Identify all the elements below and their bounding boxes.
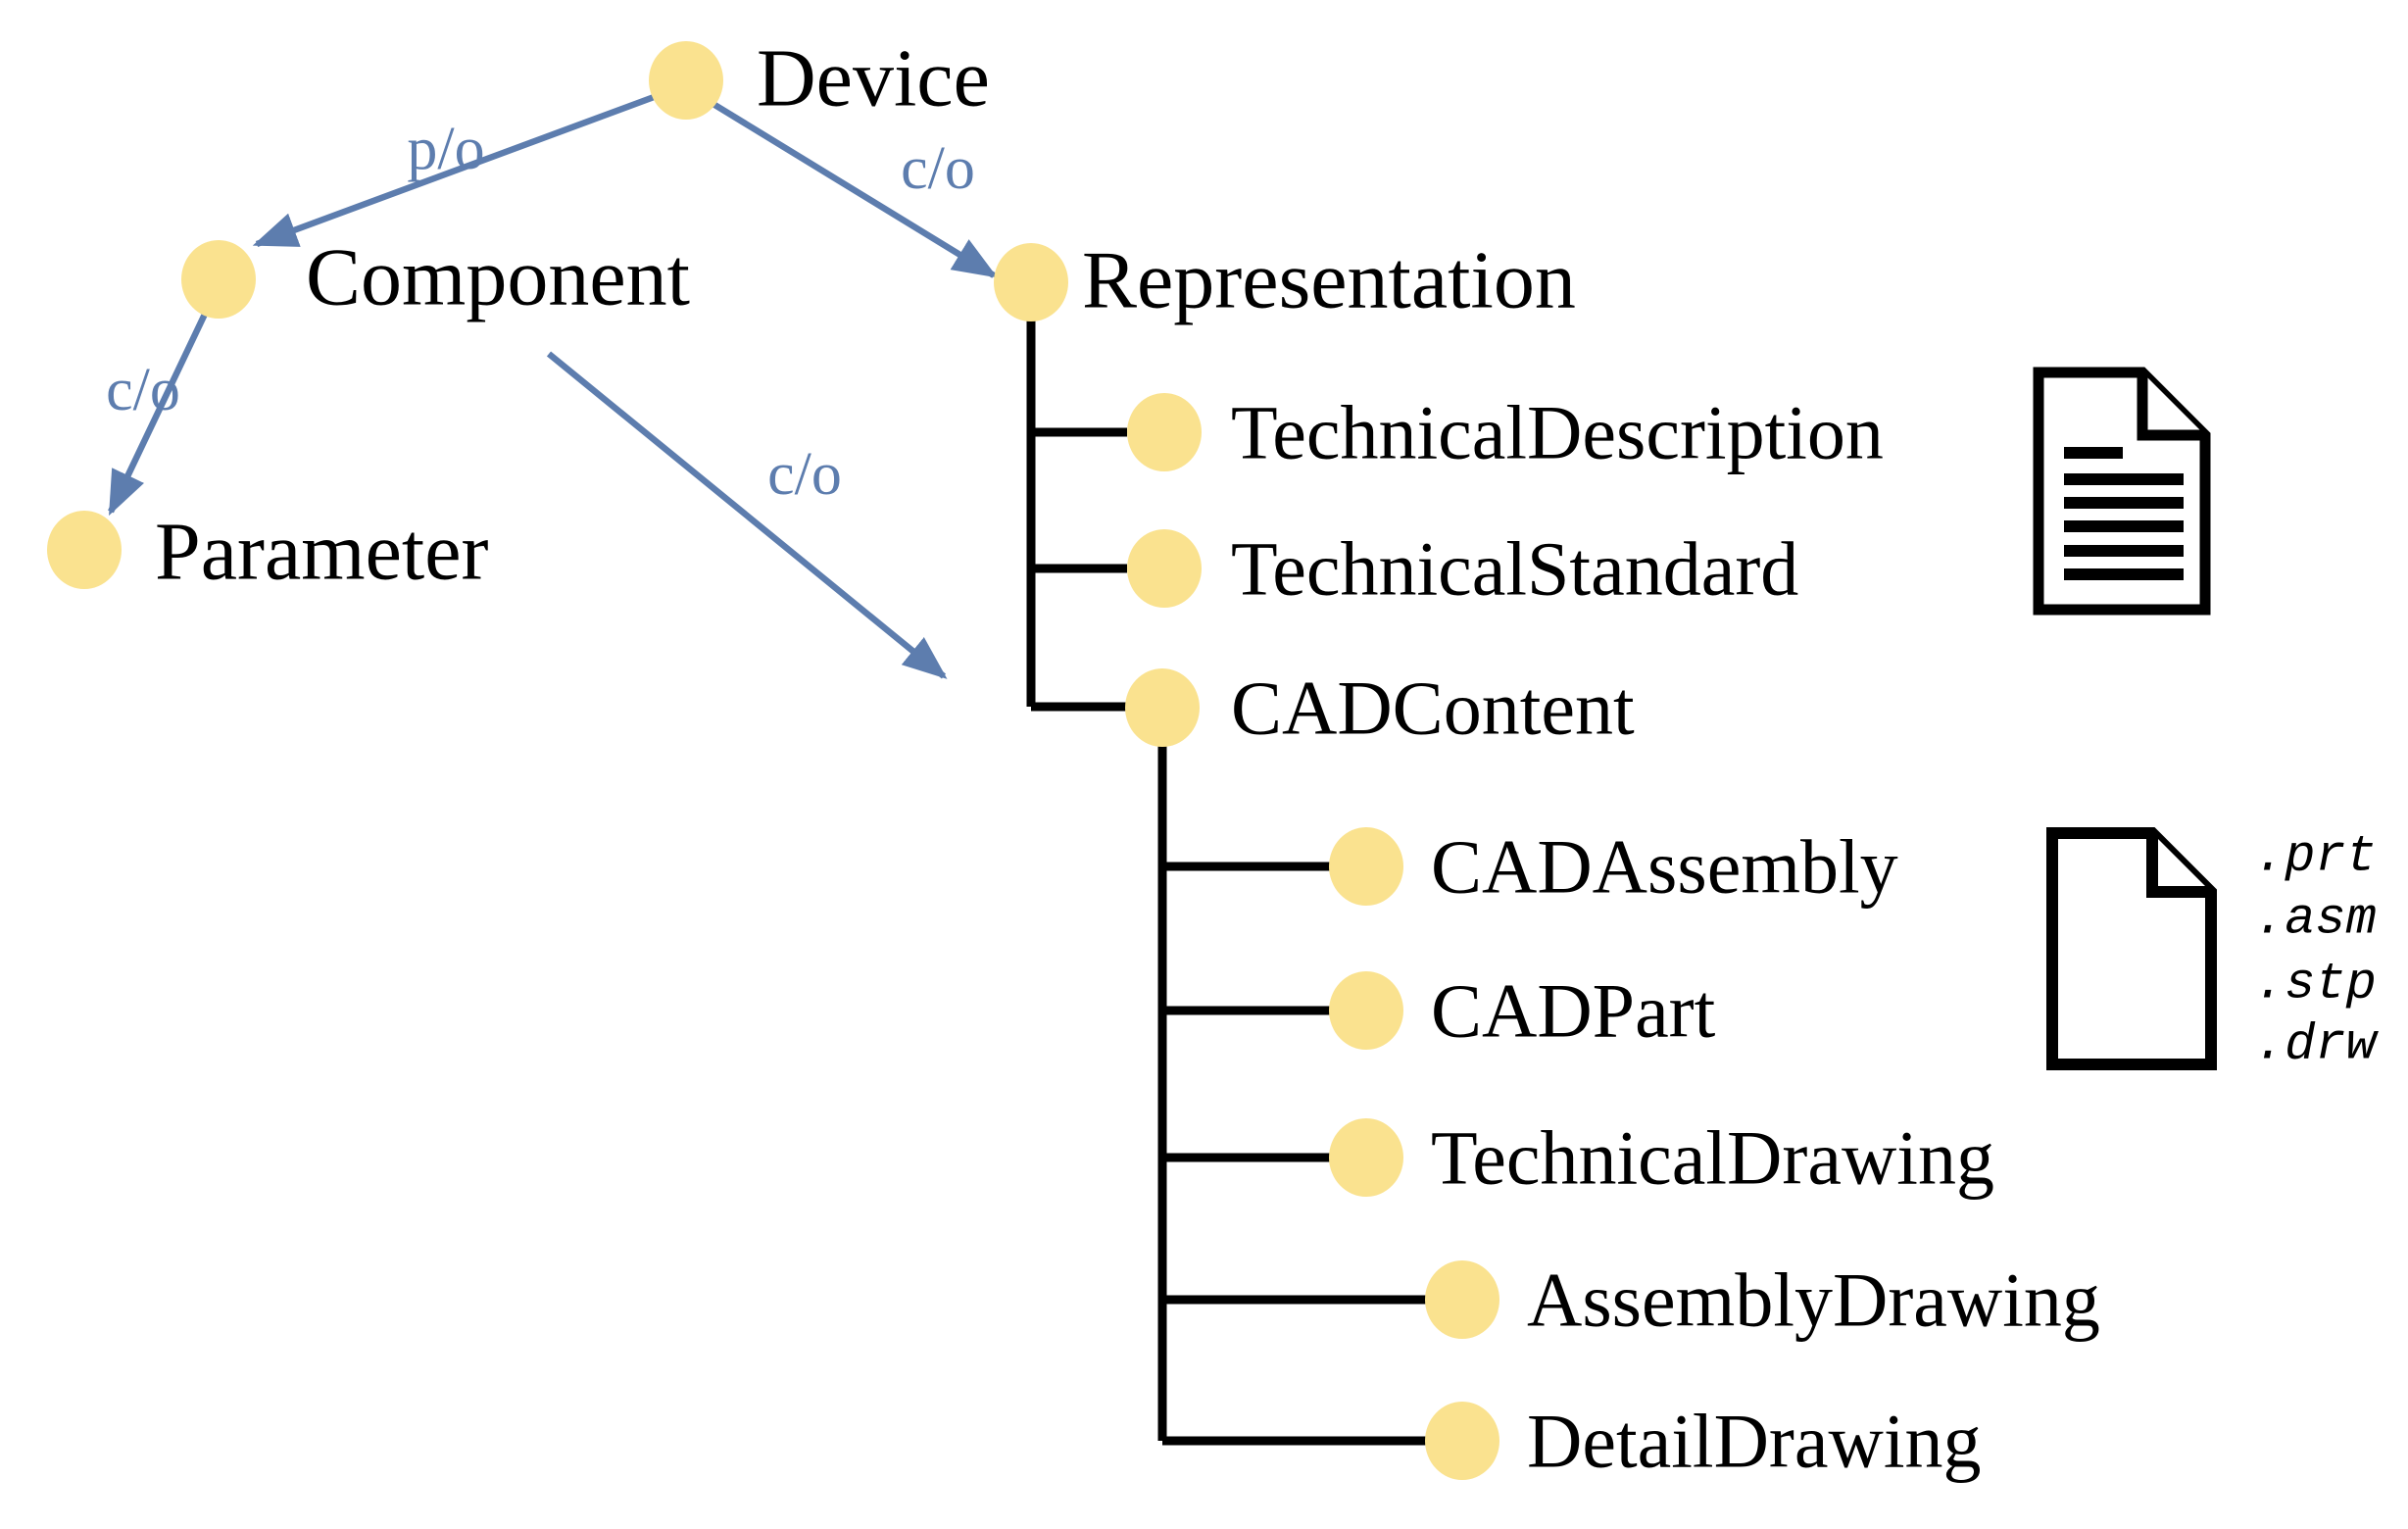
label-technicalstandard: TechnicalStandard [1231, 526, 1798, 612]
node-technicaldescription-circle [1127, 393, 1202, 471]
node-technicalstandard-circle [1127, 529, 1202, 608]
tree-connectors [1026, 282, 1426, 1446]
node-representation-circle [994, 243, 1068, 321]
cad-file-icon-page [2046, 827, 2217, 1070]
text-document-icon [2033, 367, 2211, 616]
label-cadpart: CADPart [1431, 968, 1716, 1054]
node-device-circle [649, 41, 723, 120]
label-cadcontent: CADContent [1231, 666, 1635, 751]
file-extension-asm: .asm [2254, 891, 2377, 949]
concept-nodes [47, 41, 1499, 1480]
file-extension-drw: .drw [2254, 1016, 2380, 1074]
edge-label-co-cadcontent: c/o [767, 441, 842, 508]
cad-file-icon [2046, 827, 2217, 1070]
label-assemblydrawing: AssemblyDrawing [1527, 1258, 2100, 1343]
edge-label-co-representation: c/o [901, 135, 975, 202]
label-technicaldrawing: TechnicalDrawing [1431, 1115, 1994, 1201]
text-document-icon-fold [2137, 372, 2205, 441]
edge-component-cadcontent [546, 351, 948, 679]
node-cadassembly-circle [1329, 827, 1403, 906]
node-cadcontent-circle [1125, 668, 1200, 747]
label-technicaldescription: TechnicalDescription [1231, 390, 1884, 475]
label-cadassembly: CADAssembly [1431, 824, 1898, 910]
file-extension-stp: .stp [2254, 956, 2377, 1013]
edge-label-co-parameter: c/o [106, 357, 180, 423]
node-assemblydrawing-circle [1425, 1260, 1499, 1339]
node-cadpart-circle [1329, 971, 1403, 1050]
node-technicaldrawing-circle [1329, 1118, 1403, 1197]
node-parameter-circle [47, 511, 122, 589]
cad-file-icon-fold [2146, 833, 2211, 898]
label-device: Device [757, 33, 990, 124]
label-parameter: Parameter [155, 507, 488, 598]
node-component-circle [181, 240, 256, 319]
edge-component-parameter [108, 304, 212, 517]
relation-edges: p/o c/o c/o c/o [106, 89, 998, 679]
file-extension-list: .prt .asm .stp .drw [2254, 828, 2380, 1074]
edge-device-component [252, 89, 666, 248]
label-component: Component [306, 232, 690, 323]
concept-labels: Device Component Parameter Representatio… [155, 33, 2100, 1484]
edge-label-po: p/o [407, 116, 484, 182]
node-detaildrawing-circle [1425, 1402, 1499, 1480]
file-extension-prt: .prt [2254, 828, 2377, 886]
edge-device-representation [710, 100, 998, 278]
label-detaildrawing: DetailDrawing [1527, 1399, 1982, 1484]
label-representation: Representation [1082, 235, 1576, 326]
